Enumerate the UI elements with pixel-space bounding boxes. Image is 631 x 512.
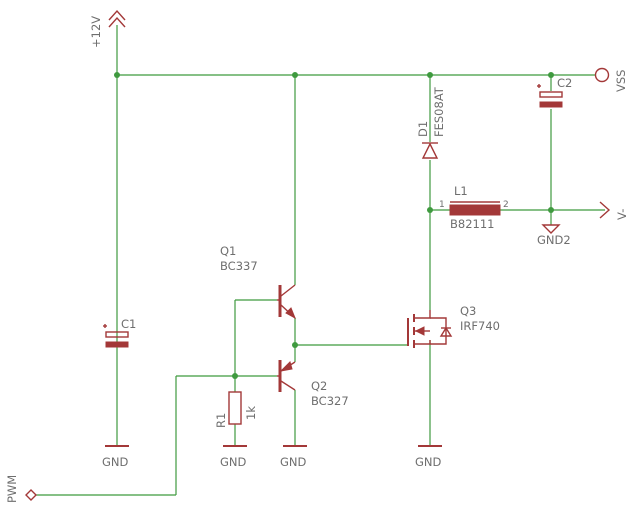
resistor-r1 — [228, 391, 242, 425]
pwm-input-icon — [25, 489, 37, 501]
gnd-r1-label: GND — [220, 455, 247, 469]
l1-name-label: L1 — [454, 184, 468, 198]
junctions — [114, 72, 554, 379]
pwm-label: PWM — [5, 475, 19, 503]
l1-value-label: B82111 — [450, 217, 494, 231]
inductor-l1 — [449, 201, 501, 216]
gnd-q3-label: GND — [415, 455, 442, 469]
c1-label: C1 — [121, 317, 136, 331]
mosfet-q3 — [407, 310, 453, 348]
gnd-c1-label: GND — [102, 455, 129, 469]
wires — [36, 25, 605, 496]
gnd-q2-label: GND — [280, 455, 307, 469]
r1-name-label: R1 — [214, 413, 228, 428]
q1-value-label: BC337 — [220, 259, 258, 273]
q3-name-label: Q3 — [460, 304, 476, 318]
diode-d1 — [421, 142, 439, 159]
vss-label: VSS — [614, 70, 628, 92]
q3-value-label: IRF740 — [460, 319, 500, 333]
q2-value-label: BC327 — [311, 394, 349, 408]
q1-name-label: Q1 — [220, 244, 236, 258]
supply-arrow-icon — [108, 9, 126, 28]
l1-pin1-label: 1 — [439, 200, 445, 210]
vminus-arrow-icon — [599, 201, 611, 219]
vss-terminal-icon — [594, 67, 610, 83]
gnd2-ground-icon — [541, 224, 561, 234]
c2-label: C2 — [557, 76, 572, 90]
d1-name-label: D1 — [416, 121, 430, 137]
transistor-q2 — [277, 360, 296, 392]
l1-pin2-label: 2 — [503, 200, 509, 210]
d1-value-label: FES08AT — [432, 86, 446, 137]
vminus-label: V- — [615, 209, 629, 220]
transistor-q1 — [277, 284, 296, 320]
q2-name-label: Q2 — [311, 379, 327, 393]
r1-value-label: 1k — [244, 406, 258, 420]
gnd2-label: GND2 — [537, 233, 571, 247]
capacitor-c1 — [103, 324, 129, 348]
supply-label: +12V — [89, 16, 103, 48]
capacitor-c2 — [537, 84, 563, 108]
